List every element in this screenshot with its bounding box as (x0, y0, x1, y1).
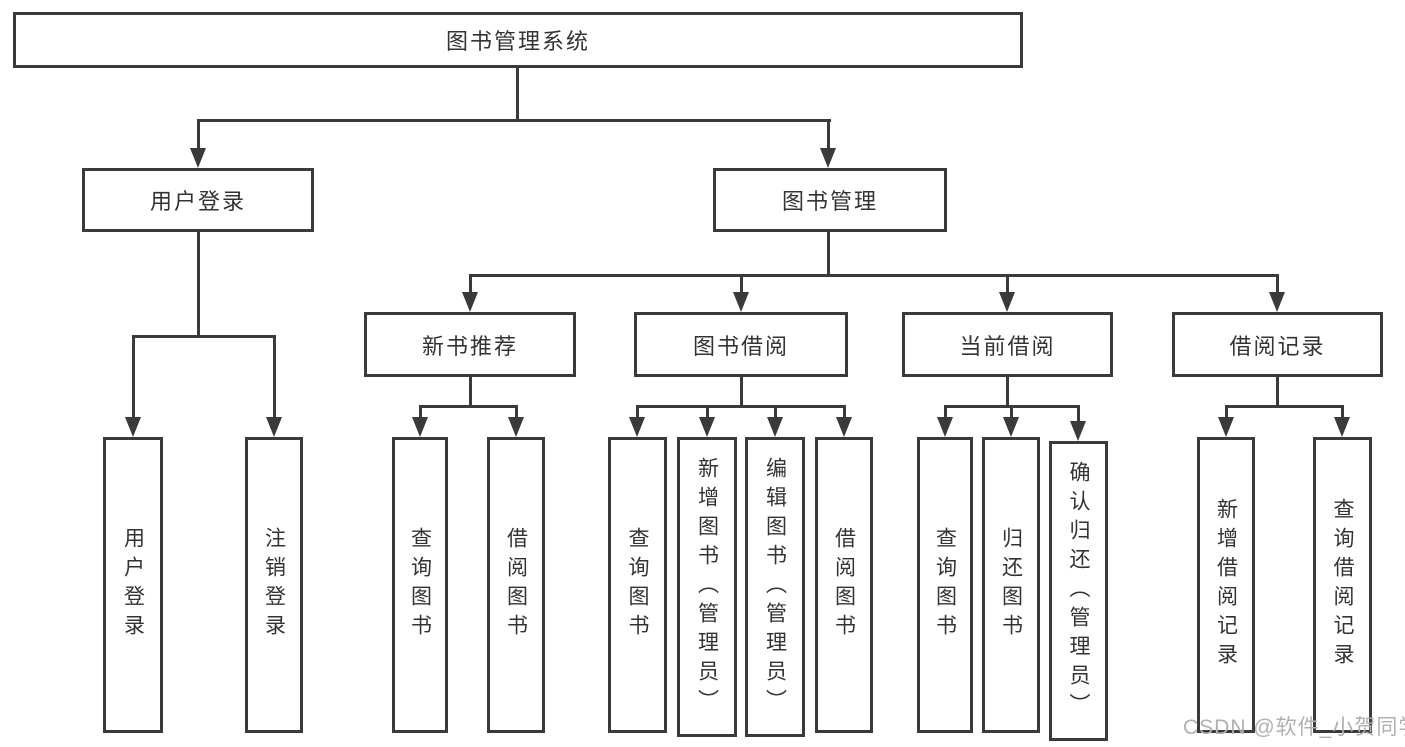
node-book-borrow: 图书借阅 (634, 312, 848, 377)
connector-line (1005, 275, 1009, 294)
connector-line (1275, 275, 1279, 294)
node-label: 图书借阅 (692, 333, 789, 359)
connector-line (635, 404, 846, 408)
node-label: 用户登录 (121, 527, 145, 643)
node-label: 查询图书 (933, 527, 957, 643)
connector-line (468, 377, 472, 406)
connector-line (1275, 377, 1279, 406)
connector-line (514, 406, 518, 417)
arrowhead-icon (733, 292, 749, 312)
node-book-manage-label: 图书管理 (781, 189, 878, 214)
arrowhead-icon (1003, 417, 1019, 437)
connector-line (468, 273, 1279, 277)
node-user-login: 用户登录 (82, 168, 314, 232)
arrowhead-icon (412, 417, 428, 437)
connector-line (773, 406, 777, 417)
connector-line (1224, 406, 1228, 417)
connector-line (1340, 406, 1344, 417)
node-borrow-borrow-books: 借阅图书 (815, 437, 873, 733)
arrowhead-icon (1334, 417, 1350, 437)
connector-line (131, 336, 135, 418)
node-label: 借阅图书 (504, 527, 528, 643)
node-label: 借阅记录 (1229, 333, 1326, 359)
node-logout-leaf: 注销登录 (245, 437, 303, 733)
node-label: 新增图书（管理员） (695, 456, 719, 718)
arrowhead-icon (462, 292, 478, 312)
arrowhead-icon (125, 417, 141, 437)
arrowhead-icon (937, 417, 953, 437)
node-recommend-query-books: 查询图书 (392, 437, 448, 733)
node-label: 新增借阅记录 (1214, 498, 1238, 672)
arrowhead-icon (266, 417, 282, 437)
node-book-manage: 图书管理 (713, 168, 947, 232)
connector-line (196, 232, 200, 336)
node-current-borrow: 当前借阅 (902, 312, 1113, 377)
node-root-label: 图书管理系统 (445, 29, 590, 54)
node-label: 查询借阅记录 (1331, 498, 1354, 672)
arrowhead-icon (1218, 417, 1234, 437)
connector-line (826, 120, 830, 150)
connector-line (1005, 377, 1009, 406)
connector-line (515, 68, 519, 120)
node-label: 当前借阅 (959, 333, 1056, 359)
connector-line (705, 406, 709, 417)
arrowhead-icon (629, 417, 645, 437)
connector-line (418, 404, 518, 408)
node-current-return-books: 归还图书 (982, 437, 1040, 733)
connector-line (272, 336, 276, 418)
node-new-book-recommend: 新书推荐 (364, 312, 576, 377)
node-user-login-leaf: 用户登录 (103, 437, 163, 733)
connector-line (739, 275, 743, 294)
node-current-query-books: 查询图书 (917, 437, 973, 733)
node-records-add-record: 新增借阅记录 (1197, 437, 1255, 733)
node-label: 查询图书 (626, 527, 649, 643)
connector-line (196, 120, 200, 150)
node-current-confirm-return-admin: 确认归还（管理员） (1049, 441, 1108, 741)
node-borrow-add-books-admin: 新增图书（管理员） (677, 437, 737, 737)
node-recommend-borrow-books: 借阅图书 (487, 437, 545, 733)
connector-line (1009, 406, 1013, 417)
connector-line (826, 232, 830, 276)
node-label: 编辑图书（管理员） (763, 456, 787, 718)
node-label: 查询图书 (408, 527, 432, 643)
node-borrow-edit-books-admin: 编辑图书（管理员） (745, 437, 805, 737)
node-records-query-record: 查询借阅记录 (1313, 437, 1372, 733)
connector-line (1224, 404, 1344, 408)
node-label: 新书推荐 (421, 333, 518, 359)
node-label: 借阅图书 (832, 527, 856, 643)
connector-line (842, 406, 846, 417)
node-root: 图书管理系统 (13, 12, 1023, 68)
arrowhead-icon (1070, 421, 1086, 441)
arrowhead-icon (836, 417, 852, 437)
node-label: 确认归还（管理员） (1067, 460, 1090, 722)
arrowhead-icon (699, 417, 715, 437)
connector-line (739, 377, 743, 406)
node-borrow-records: 借阅记录 (1172, 312, 1383, 377)
arrowhead-icon (767, 417, 783, 437)
connector-line (418, 406, 422, 417)
arrowhead-icon (999, 292, 1015, 312)
connector-line (635, 406, 639, 417)
watermark: CSDN @软件_小贺同学 (1183, 716, 1405, 739)
node-borrow-query-books: 查询图书 (608, 437, 667, 733)
node-label: 归还图书 (999, 527, 1023, 643)
arrowhead-icon (508, 417, 524, 437)
arrowhead-icon (190, 148, 206, 168)
arrowhead-icon (820, 148, 836, 168)
connector-line (131, 334, 276, 338)
connector-line (1076, 406, 1080, 421)
node-user-login-label: 用户登录 (149, 189, 246, 214)
connector-line (943, 406, 947, 417)
connector-line (468, 275, 472, 294)
node-label: 注销登录 (262, 527, 286, 643)
connector-line (196, 118, 831, 122)
arrowhead-icon (1269, 292, 1285, 312)
